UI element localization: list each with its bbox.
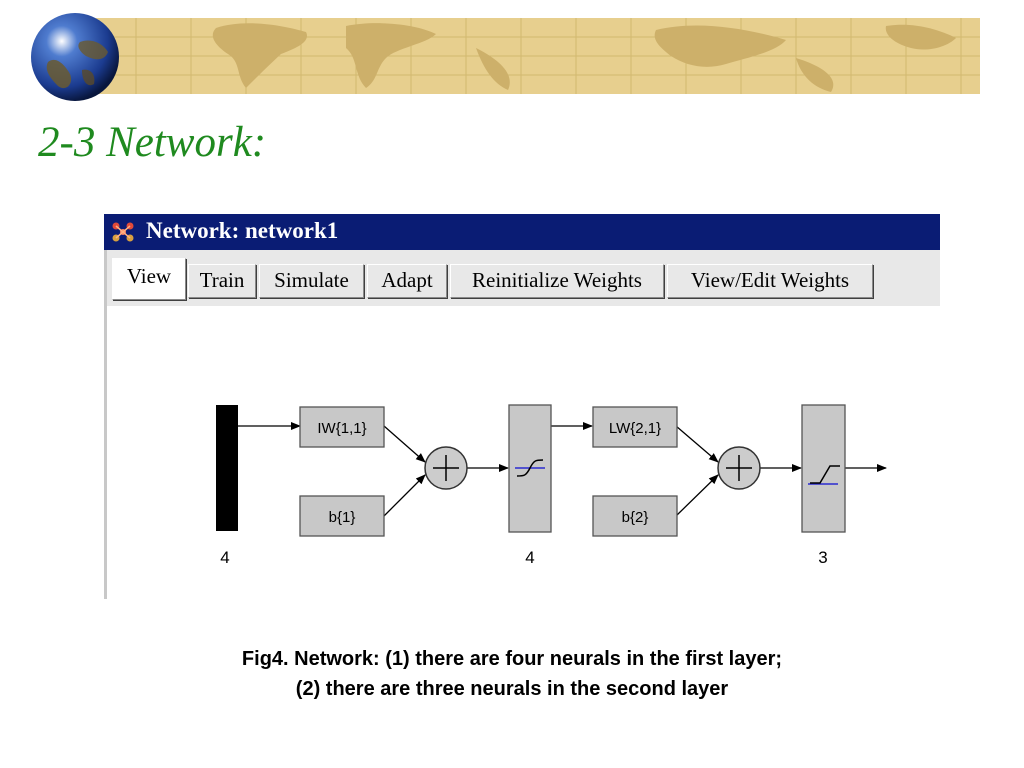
- input-size-label: 4: [220, 548, 229, 567]
- iw-to-sum-arrow: [383, 425, 426, 463]
- layer2-transfer-block[interactable]: [801, 404, 846, 533]
- tab-view-edit-weights[interactable]: View/Edit Weights: [667, 264, 873, 298]
- network-app-icon: [112, 222, 134, 242]
- network-window: Network: network1 View Train Simulate Ad…: [104, 214, 940, 599]
- iw-weight-label: IW{1,1}: [317, 420, 366, 437]
- iw-weight-block[interactable]: [299, 406, 385, 448]
- caption-line-2: (2) there are three neurals in the secon…: [295, 678, 729, 700]
- layer2-size-label: 3: [818, 548, 827, 567]
- window-title: Network: network1: [146, 218, 339, 243]
- b1-bias-block[interactable]: [299, 495, 385, 537]
- plus-icon: [433, 455, 459, 481]
- lw-weight-label: LW{2,1}: [609, 420, 661, 437]
- figure-caption: Fig4. Network: (1) there are four neural…: [0, 644, 1024, 704]
- b1-bias-label: b{1}: [329, 509, 356, 526]
- globe-icon: [31, 13, 119, 101]
- world-map-decoration: [96, 18, 980, 94]
- slide-title: 2-3 Network:: [38, 119, 267, 166]
- tansig-icon: [516, 459, 544, 477]
- b2-bias-label: b{2}: [622, 509, 649, 526]
- ramp-icon: [810, 465, 840, 484]
- plus-icon: [726, 455, 752, 481]
- tab-view[interactable]: View: [112, 258, 186, 300]
- lw-weight-block[interactable]: [592, 406, 678, 448]
- tab-adapt[interactable]: Adapt: [367, 264, 447, 298]
- layer1-size-label: 4: [525, 548, 534, 567]
- caption-line-1: Fig4. Network: (1) there are four neural…: [241, 648, 783, 670]
- tab-simulate[interactable]: Simulate: [259, 264, 364, 298]
- tab-reinitialize-weights[interactable]: Reinitialize Weights: [450, 264, 664, 298]
- tab-strip: View Train Simulate Adapt Reinitialize W…: [104, 250, 940, 307]
- header-banner: [96, 18, 980, 94]
- input-vector: [216, 405, 238, 531]
- window-titlebar[interactable]: Network: network1: [104, 214, 940, 250]
- window-left-border: [104, 250, 107, 599]
- b2-bias-block[interactable]: [592, 495, 678, 537]
- lw-to-sum-arrow: [675, 425, 719, 463]
- tab-train[interactable]: Train: [188, 264, 256, 298]
- b2-to-sum-arrow: [675, 474, 719, 517]
- b1-to-sum-arrow: [383, 474, 426, 517]
- network-diagram: 4 IW{1,1} b{1} 4 LW{2,1} b{2}: [104, 306, 940, 599]
